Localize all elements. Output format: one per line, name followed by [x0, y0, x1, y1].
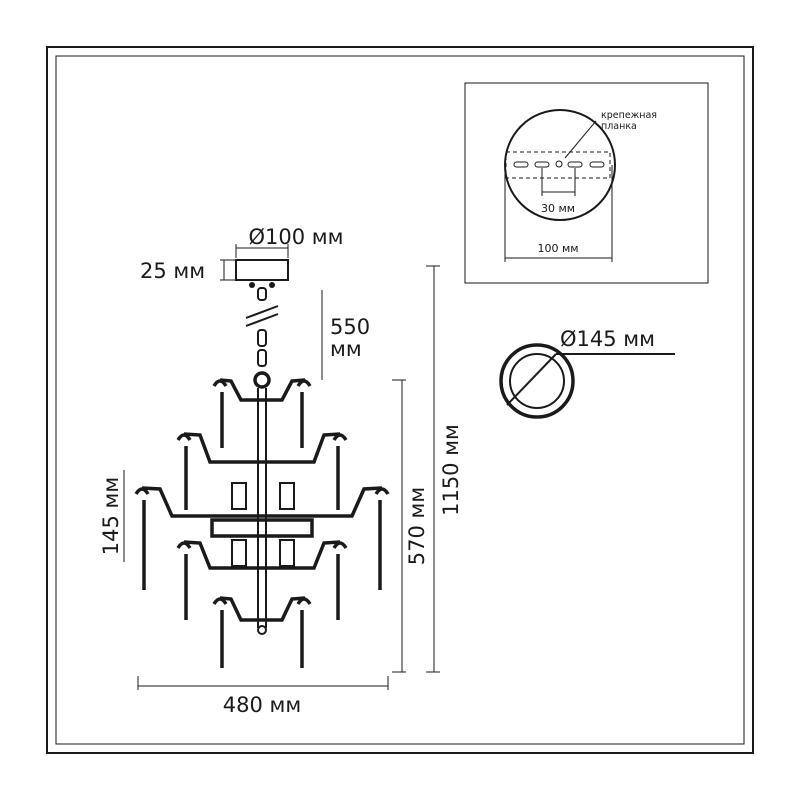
bracket-label-line1: крепежная	[601, 110, 657, 121]
canopy-width-label: 100 мм	[537, 242, 578, 255]
stem-finial	[257, 625, 267, 635]
bracket-slot-1	[513, 161, 529, 168]
hole-spacing-label: 30 мм	[541, 202, 575, 215]
tier-1	[212, 378, 312, 448]
total-height-dim: 1150 мм	[426, 265, 463, 673]
canopy-diameter-dim: Ø100 мм	[235, 225, 344, 258]
chain	[245, 287, 279, 389]
cutout-detail: Ø145 мм	[499, 327, 675, 419]
cutout-diameter-line	[506, 353, 557, 406]
canopy-diameter-label: Ø100 мм	[249, 225, 344, 249]
outer-frame	[46, 46, 754, 754]
bracket-leader	[564, 120, 597, 159]
chain-length-value: 550	[330, 315, 370, 339]
tier-height-label: 145 мм	[99, 477, 123, 555]
tier-height-dim: 145 мм	[99, 470, 125, 562]
cutout-diameter-label: Ø145 мм	[560, 327, 655, 351]
inner-frame	[55, 55, 745, 745]
bracket-slot-3	[567, 161, 583, 168]
chain-length-dim: 550 мм	[321, 290, 370, 380]
total-height-label: 1150 мм	[439, 424, 463, 516]
mounting-bracket	[505, 151, 611, 179]
tier-4	[176, 540, 348, 620]
mounting-detail-inset: крепежная планка 30 мм 100 мм	[464, 82, 709, 284]
body-height-label: 570 мм	[405, 487, 429, 565]
tier-2	[176, 432, 348, 510]
bracket-slot-4	[589, 161, 605, 168]
bracket-center-hole	[555, 160, 563, 168]
canopy-height-dim: 25 мм	[140, 259, 236, 283]
bracket-slot-2	[534, 161, 550, 168]
tier-3	[134, 482, 390, 590]
cutout-inner	[509, 353, 565, 409]
canopy-bolt-right	[269, 282, 275, 288]
cutout-outer	[499, 343, 575, 419]
canopy-bolt-left	[249, 282, 255, 288]
canopy-height-label: 25 мм	[140, 259, 205, 283]
bracket-label-line2: планка	[601, 121, 637, 132]
chain-length-unit: мм	[330, 337, 362, 361]
canopy	[235, 259, 289, 281]
width-label: 480 мм	[223, 693, 301, 717]
inset-frame	[464, 82, 709, 284]
body-height-dim: 570 мм	[392, 379, 429, 673]
width-dim: 480 мм	[137, 676, 389, 717]
tier-5	[212, 596, 312, 668]
chandelier-drawing	[134, 259, 390, 668]
